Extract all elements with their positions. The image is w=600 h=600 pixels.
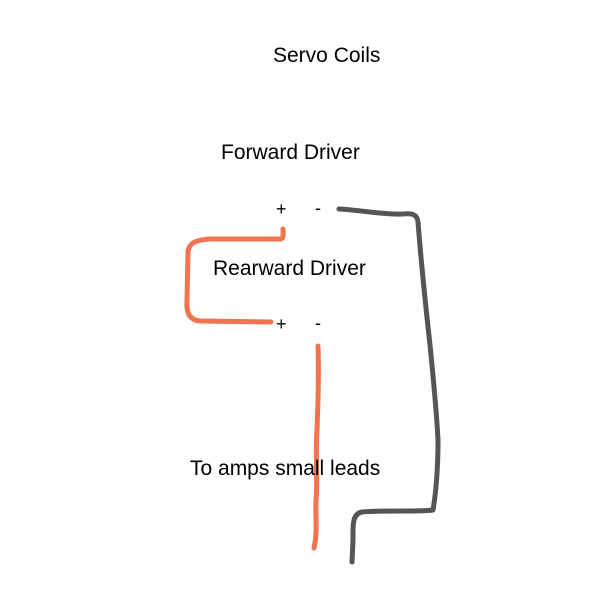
rearward-driver-plus-terminal: + [276,314,287,334]
gray-return-wire [336,206,441,565]
forward-driver-label: Forward Driver [221,141,360,164]
forward-driver-plus-terminal: + [276,199,287,219]
rearward-driver-label: Rearward Driver [213,257,366,280]
orange-jumper-wire [184,226,286,325]
amps-leads-label: To amps small leads [190,457,381,480]
forward-driver-minus-terminal: - [315,198,321,218]
orange-amp-lead-wire [311,343,321,551]
diagram-title: Servo Coils [273,44,381,67]
rearward-driver-minus-terminal: - [315,313,321,333]
